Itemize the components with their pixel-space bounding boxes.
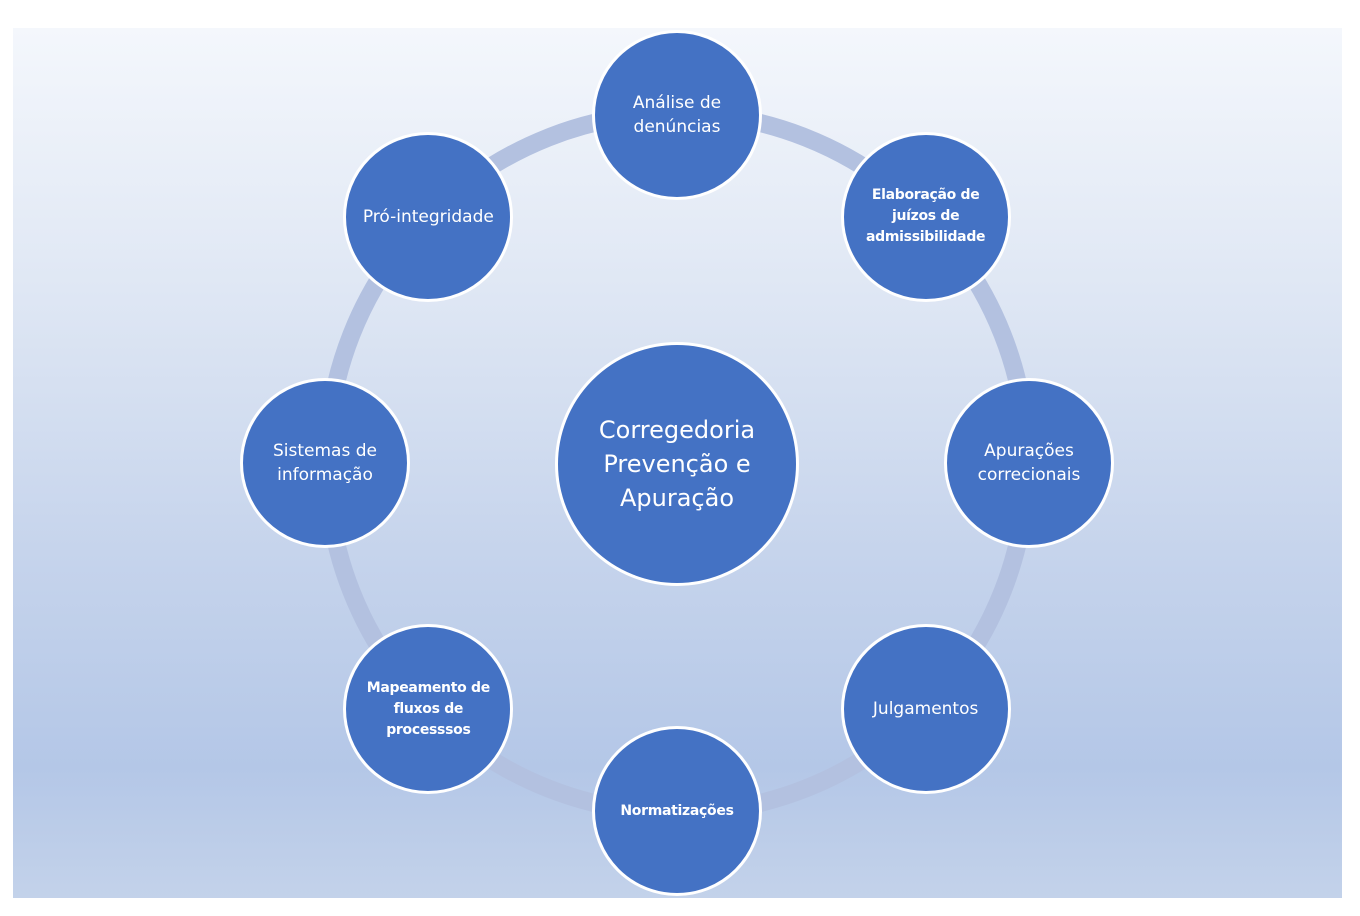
cycle-node-label: Apurações correcionais [977, 441, 1081, 485]
cycle-node: Análise de denúncias [592, 29, 762, 200]
cycle-node-label: Sistemas de informação [273, 441, 377, 485]
cycle-node: Julgamentos [840, 624, 1011, 795]
cycle-node-label: Mapeamento de fluxos de processsos [366, 679, 491, 738]
cycle-node-label: Elaboração de juízos de admissibilidade [866, 187, 986, 246]
cycle-node: Sistemas de informação [240, 378, 410, 548]
cycle-node-label: Normatizações [620, 802, 734, 819]
center-label: Corregedoria Prevenção e Apuração [598, 416, 756, 512]
cycle-node: Mapeamento de fluxos de processsos [343, 624, 514, 795]
cycle-node-label: Julgamentos [872, 699, 979, 720]
cycle-node-label: Pró-integridade [362, 206, 494, 227]
center-node: Corregedoria Prevenção e Apuração [555, 342, 799, 586]
cycle-node: Normatizações [592, 726, 762, 897]
cycle-node: Apurações correcionais [944, 378, 1114, 548]
cycle-node-label: Análise de denúncias [632, 92, 722, 137]
cycle-node: Pró-integridade [343, 131, 514, 302]
cycle-node: Elaboração de juízos de admissibilidade [840, 131, 1011, 302]
